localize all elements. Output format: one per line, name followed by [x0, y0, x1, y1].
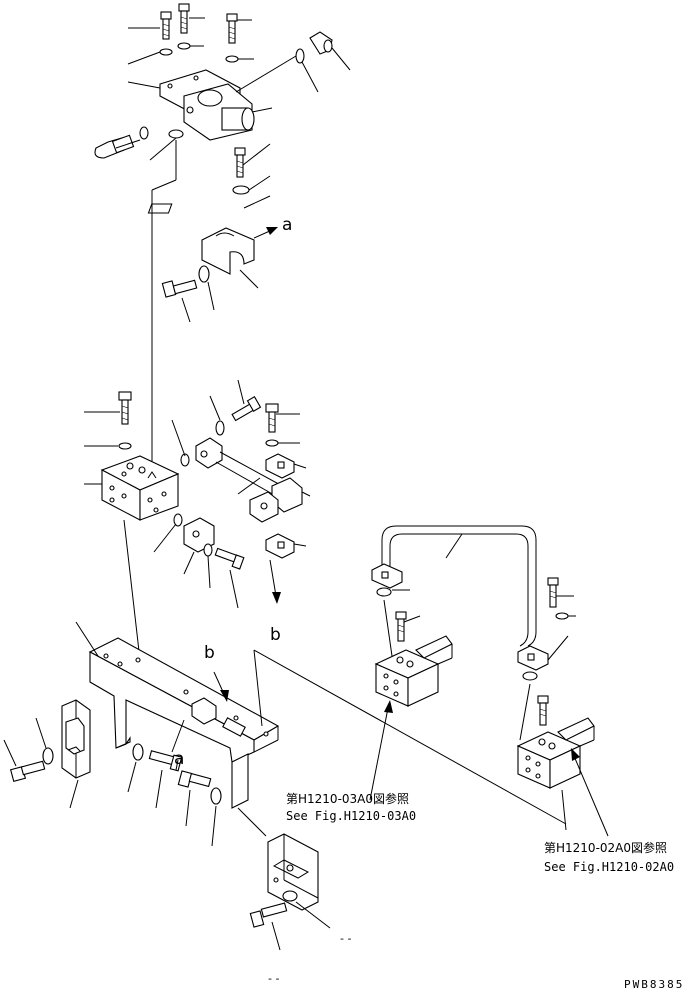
o-ring: [522, 671, 538, 681]
washer: [555, 612, 569, 620]
o-ring: [295, 48, 305, 64]
washer: [177, 42, 191, 50]
o-ring: [376, 587, 392, 597]
pipe-flange: [195, 437, 303, 523]
bolt: [161, 279, 198, 298]
bolt: [226, 13, 238, 44]
connector-line: [253, 649, 567, 825]
marker-a-lower: a: [174, 749, 184, 769]
reference-1-jp: 第H1210-03A0図参照: [286, 791, 409, 806]
washer: [118, 442, 132, 450]
bolt: [177, 770, 212, 788]
washer: [215, 420, 225, 436]
bolt: [214, 547, 245, 570]
pipe: [381, 525, 537, 647]
washer: [225, 55, 239, 63]
bolt: [537, 695, 549, 726]
washer: [42, 747, 54, 765]
o-ring: [139, 126, 149, 140]
washer: [198, 265, 210, 283]
pipe: [389, 533, 529, 647]
switch-block: [191, 697, 217, 725]
plate: [147, 203, 173, 214]
bolt: [249, 902, 288, 928]
washer: [203, 543, 213, 557]
washer: [132, 743, 144, 761]
clip: [517, 645, 549, 671]
connector-line: [151, 179, 177, 191]
bolt: [547, 577, 559, 608]
bolt: [231, 396, 262, 422]
reference-1-en: See Fig.H1210-03A0: [286, 809, 416, 823]
marker-b-lower: b: [204, 643, 215, 663]
elbow-fitting: [309, 31, 333, 55]
dash-label: - -: [268, 972, 279, 985]
connector-line: [253, 649, 263, 727]
connector-line: [123, 519, 141, 661]
washer: [232, 185, 250, 195]
support-bracket: [267, 833, 319, 911]
o-ring: [173, 513, 183, 527]
bolt: [178, 3, 190, 34]
clip: [265, 533, 295, 559]
bolt: [9, 760, 46, 783]
bolt: [160, 11, 172, 40]
washer: [265, 439, 279, 447]
clamp: [201, 227, 255, 275]
clip: [265, 453, 295, 479]
bracket-assembly: [3, 621, 331, 951]
main-bracket: [88, 637, 280, 809]
o-ring: [180, 453, 190, 467]
manifold-assembly: [84, 379, 311, 609]
bolt: [234, 147, 246, 178]
elbow-fitting: [94, 134, 135, 159]
reference-2-en: See Fig.H1210-02A0: [544, 860, 674, 874]
marker-b-upper: b: [270, 625, 281, 645]
manifold-block: [100, 455, 180, 521]
top-valve-assembly: [94, 3, 351, 323]
clip: [371, 563, 403, 589]
pipe-assembly: [369, 525, 609, 837]
bolt: [118, 391, 132, 425]
bolt: [395, 611, 407, 642]
reference-2-jp: 第H1210-02A0図参照: [544, 840, 667, 855]
dash-label: - -: [340, 932, 351, 945]
washer: [282, 890, 298, 902]
o-ring: [168, 129, 184, 139]
washer: [159, 48, 173, 56]
manifold-block: [374, 635, 453, 707]
bracket-plate: [61, 699, 91, 779]
flange-block: [183, 517, 215, 553]
bolt: [148, 750, 183, 772]
washer: [210, 787, 222, 805]
marker-a-upper: a: [282, 215, 292, 235]
valve-body: [159, 69, 255, 141]
bolt: [265, 403, 279, 433]
drawing-code: PWB8385: [624, 978, 684, 991]
